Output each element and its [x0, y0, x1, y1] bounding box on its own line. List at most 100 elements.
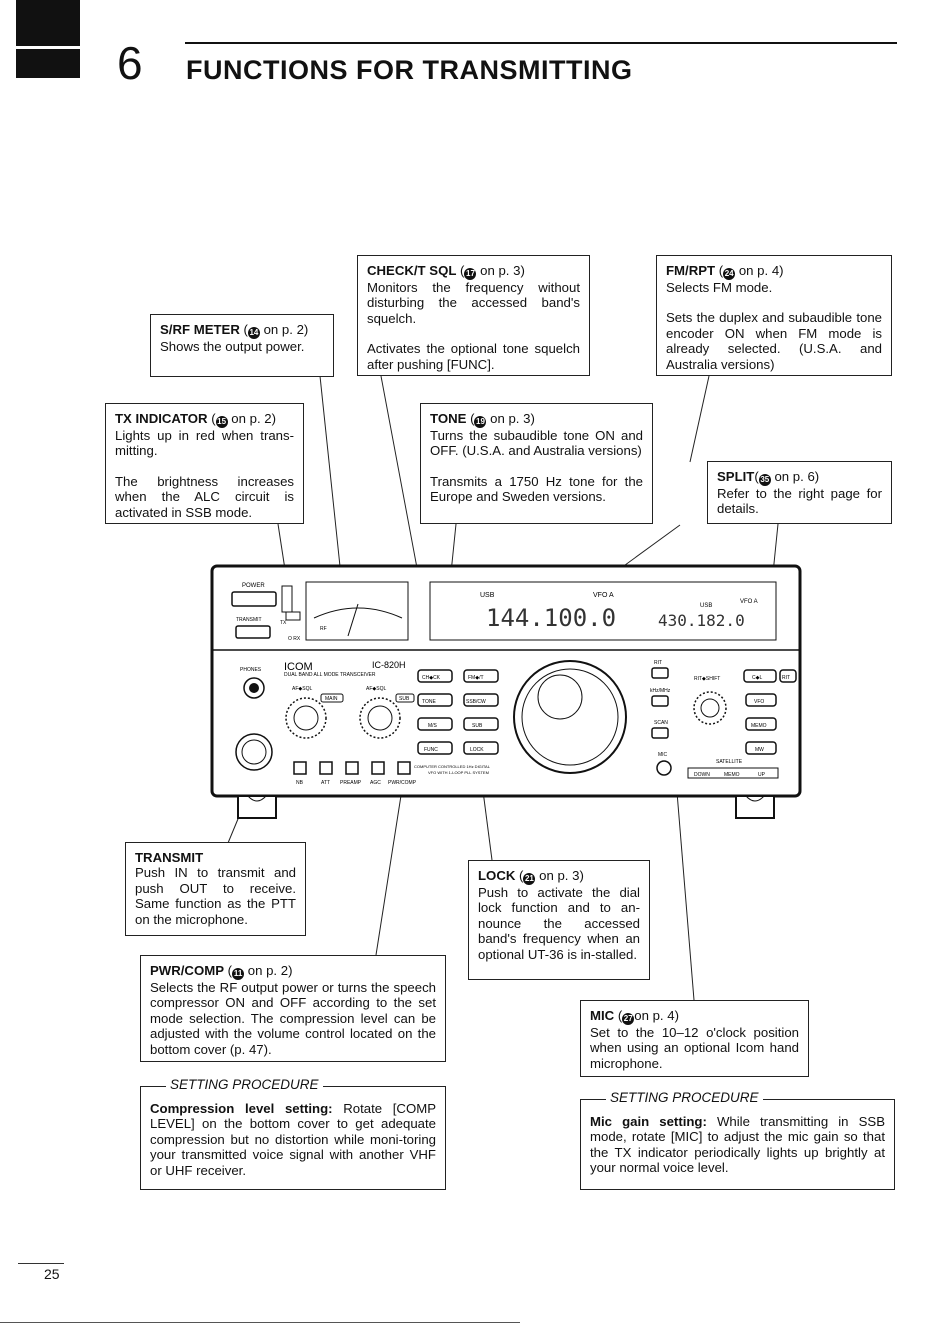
callout-text: The brightness increases when the ALC ci…	[115, 473, 294, 520]
chapter-number: 6	[117, 37, 143, 89]
procedure-mic-gain: Mic gain setting: While transmitting in …	[580, 1099, 895, 1190]
callout-title: TONE	[430, 411, 467, 426]
callout-text: Push to activate the dial lock function …	[478, 885, 640, 962]
callout-title: TX INDICATOR	[115, 411, 208, 426]
sub-label: SUB	[399, 696, 410, 702]
procedure-title: SETTING PROCEDURE	[606, 1090, 763, 1105]
radio-illustration: POWER TRANSMIT TX O RX RF USB VFO A 144.…	[210, 564, 802, 819]
khz-mhz-label: kHz/MHz	[650, 688, 671, 694]
procedure-title: SETTING PROCEDURE	[166, 1077, 323, 1092]
chapter-title: FUNCTIONS FOR TRANSMITTING	[186, 55, 633, 85]
mode-main: USB	[480, 592, 495, 599]
callout-ref: on p. 3)	[480, 263, 525, 278]
procedure-bold: Compression level setting:	[150, 1101, 333, 1116]
af-sql-main-label: AF◆SQL	[292, 686, 312, 692]
callout-text: Sets the duplex and subaudible tone enco…	[666, 310, 882, 372]
callout-text: Refer to the right page for details.	[717, 486, 882, 517]
callout-fm-rpt: FM/RPT (24 on p. 4) Selects FM mode. Set…	[656, 255, 892, 376]
callout-tx-indicator: TX INDICATOR (15 on p. 2) Lights up in r…	[105, 403, 304, 524]
ref-number-icon: 15	[215, 416, 228, 428]
procedure-text: While transmitting in SSB mode, rotate […	[590, 1114, 885, 1176]
mode-sub: USB	[700, 603, 712, 609]
callout-ref: on p. 2)	[247, 963, 293, 978]
callout-title: CHECK/T SQL	[367, 263, 457, 278]
ref-number-icon: 14	[247, 327, 260, 339]
callout-text: Push IN to transmit and push OUT to rece…	[135, 865, 296, 927]
callout-text: Shows the output power.	[160, 339, 305, 354]
callout-title: SPLIT	[717, 469, 755, 484]
ref-number-icon: 24	[723, 268, 736, 280]
rit-btn-label: RIT	[782, 675, 790, 681]
callout-pwr-comp: PWR/COMP (11 on p. 2) Selects the RF out…	[140, 955, 446, 1062]
callout-text: Selects the RF output power or turns the…	[150, 980, 436, 1057]
ms-label: M/S	[428, 723, 438, 729]
callout-text: Turns the subaudible tone ON and OFF. (U…	[430, 428, 643, 459]
callout-text: Transmits a 1750 Hz tone for the Europe …	[430, 473, 643, 505]
att-label: ATT	[321, 780, 330, 786]
memo-label: MEMO	[751, 723, 767, 729]
down-label: DOWN	[694, 772, 710, 778]
ref-number-icon: 19	[474, 416, 487, 428]
callout-ref: on p. 2)	[263, 322, 309, 337]
procedure-compression: Compression level setting: Rotate [COMP …	[140, 1086, 446, 1190]
callout-text: Activates the optional tone squelch afte…	[367, 341, 580, 372]
phones-label: PHONES	[240, 667, 262, 673]
vfo-main: VFO A	[593, 592, 614, 599]
up-label: UP	[758, 772, 766, 778]
callout-ref: on p. 4)	[738, 263, 784, 278]
callout-text: Selects FM mode.	[666, 280, 773, 295]
callout-tone: TONE (19 on p. 3) Turns the subaudible t…	[420, 403, 653, 524]
power-label: POWER	[242, 583, 265, 589]
sub-frequency: 430.182.0	[658, 611, 745, 630]
callout-text: Set to the 10–12 o'clock position when u…	[590, 1025, 799, 1071]
preamp-label: PREAMP	[340, 780, 362, 786]
rf-label: RF	[320, 626, 327, 632]
callout-title: LOCK	[478, 868, 516, 883]
callout-ref: on p. 3)	[539, 868, 584, 883]
lock-label: LOCK	[470, 747, 484, 753]
main-frequency: 144.100.0	[486, 604, 616, 632]
transmit-label: TRANSMIT	[236, 617, 262, 623]
page-number: 25	[44, 1266, 60, 1282]
chapter-tab-gap	[16, 46, 80, 49]
ref-number-icon: 35	[758, 474, 771, 486]
header-rule	[185, 42, 897, 44]
orx-label: O RX	[288, 636, 301, 642]
callout-transmit: TRANSMIT Push IN to transmit and push OU…	[125, 842, 306, 936]
callout-title: PWR/COMP	[150, 963, 224, 978]
brand-logo: ICOM	[284, 661, 313, 673]
fm-t-label: FM◆/T	[468, 675, 484, 681]
func-label: FUNC	[424, 747, 438, 753]
model-name: IC-820H	[372, 660, 406, 670]
satellite-label: SATELLITE	[716, 759, 743, 765]
callout-ref: on p. 3)	[490, 411, 535, 426]
ref-number-icon: 17	[464, 268, 477, 280]
mic-label: MIC	[658, 752, 668, 758]
memo2-label: MEMO	[724, 772, 740, 778]
callout-lock: LOCK (21 on p. 3) Push to activate the d…	[468, 860, 650, 980]
ref-number-icon: 11	[232, 968, 245, 980]
model-subtitle: DUAL BAND ALL MODE TRANSCEIVER	[284, 672, 376, 678]
vfo-with-label: VFO WITH 1-LOOP PLL SYSTEM	[428, 770, 489, 775]
pwr-comp-label: PWR/COMP	[388, 780, 417, 786]
tx-label: TX	[280, 620, 287, 626]
callout-ref: on p. 4)	[634, 1008, 679, 1023]
vfo-label: VFO	[754, 699, 764, 705]
agc-label: AGC	[370, 780, 381, 786]
page-number-rule	[18, 1263, 64, 1264]
computer-label: COMPUTER CONTROLLED 1Hz DIGITAL	[414, 764, 491, 769]
ref-number-icon: 21	[523, 873, 536, 885]
callout-title: FM/RPT	[666, 263, 716, 278]
cl-label: C◆L	[752, 675, 762, 681]
sub-btn-label: SUB	[472, 723, 483, 729]
callout-split: SPLIT(35 on p. 6) Refer to the right pag…	[707, 461, 892, 524]
nb-label: NB	[296, 780, 304, 786]
callout-ref: on p. 6)	[774, 469, 820, 484]
callout-srf-meter: S/RF METER (14 on p. 2) Shows the output…	[150, 314, 334, 377]
ref-number-icon: 27	[622, 1013, 635, 1025]
callout-title: TRANSMIT	[135, 850, 204, 865]
callout-text: Lights up in red when trans-mitting.	[115, 428, 294, 459]
mw-label: MW	[755, 747, 764, 753]
rit-label: RIT	[654, 660, 662, 666]
callout-title: MIC	[590, 1008, 615, 1023]
